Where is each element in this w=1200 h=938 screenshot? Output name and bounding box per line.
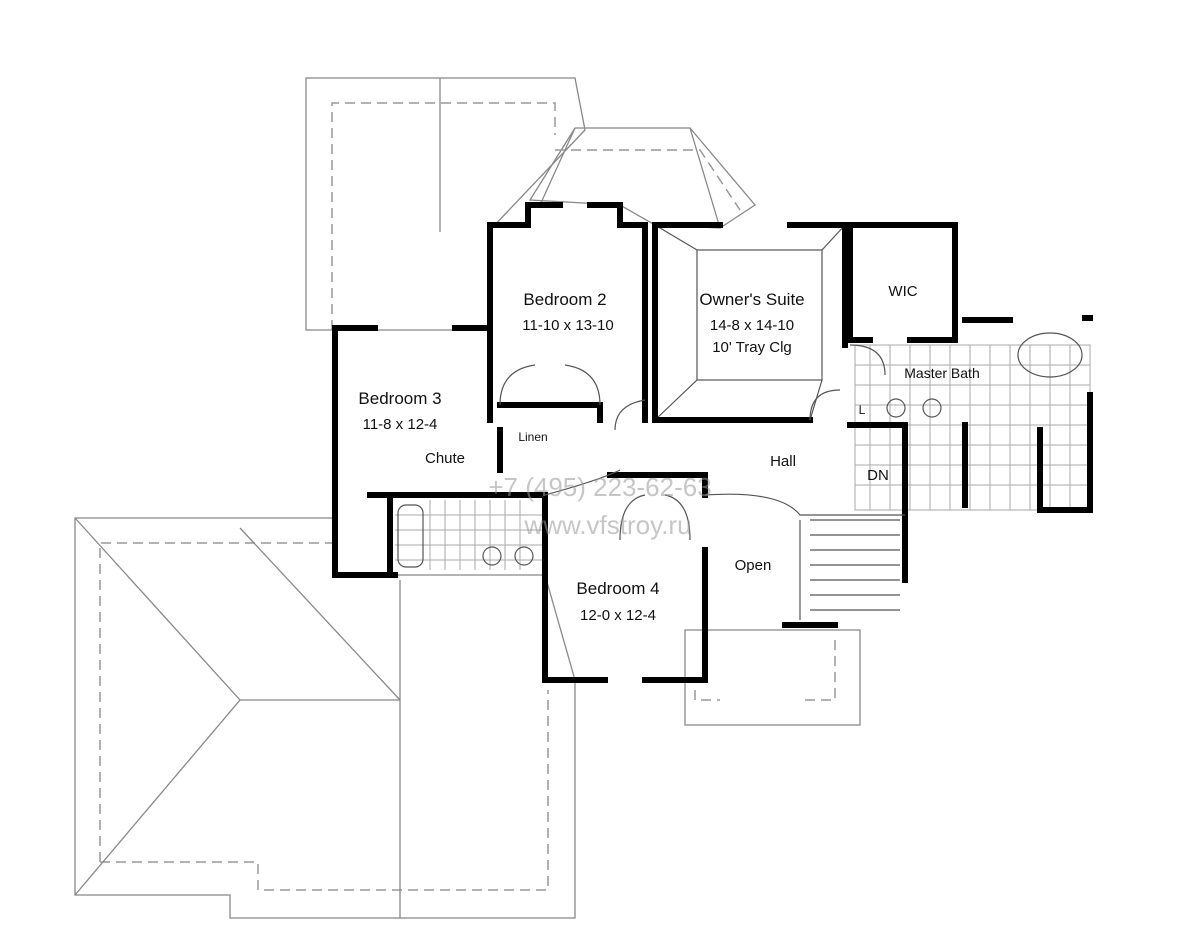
wic-label: WIC <box>888 283 917 300</box>
linen-mark: L <box>859 403 866 417</box>
master-bath-label: Master Bath <box>904 365 979 381</box>
hall-label: Hall <box>770 453 796 470</box>
watermark-phone: +7 (495) 223-62-63 <box>488 472 711 502</box>
bedroom3-size: 11-8 x 12-4 <box>363 416 438 433</box>
owners-suite-label: Owner's Suite <box>699 290 804 309</box>
linen-label: Linen <box>518 430 547 444</box>
chute-label: Chute <box>425 450 465 467</box>
roof-outlines <box>74 77 861 919</box>
stairs-down-label: DN <box>867 467 889 484</box>
watermark-url: www.vfstroy.ru <box>523 510 691 540</box>
walls <box>332 202 1093 683</box>
owners-suite-note: 10' Tray Clg <box>712 339 792 356</box>
tile-floors <box>395 224 1091 570</box>
bedroom4-label: Bedroom 4 <box>576 579 659 598</box>
bedroom3-label: Bedroom 3 <box>358 389 441 408</box>
owners-suite-size: 14-8 x 14-10 <box>710 317 794 334</box>
open-label: Open <box>735 557 772 574</box>
bedroom2-label: Bedroom 2 <box>523 290 606 309</box>
bedroom2-size: 11-10 x 13-10 <box>522 317 613 334</box>
bedroom4-size: 12-0 x 12-4 <box>580 607 656 624</box>
